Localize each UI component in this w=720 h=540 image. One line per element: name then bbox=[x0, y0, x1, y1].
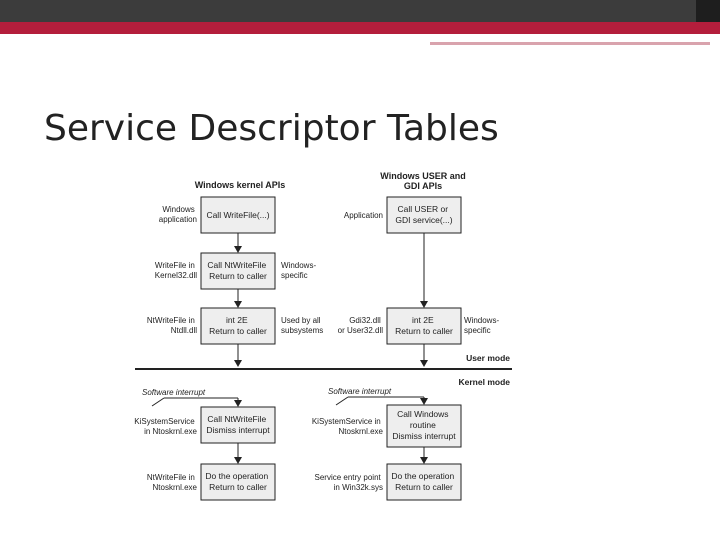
box-call-ntwritefile-l2: Return to caller bbox=[209, 271, 267, 281]
label-ntwritefile-ntdll-l2: Ntdll.dll bbox=[171, 326, 197, 335]
label-service-entry-point-l1: Service entry point bbox=[315, 473, 382, 482]
red-accent-bar bbox=[0, 22, 720, 34]
label-service-entry-point-l2: in Win32k.sys bbox=[334, 483, 383, 492]
label-kernel-mode: Kernel mode bbox=[459, 377, 511, 387]
box-call-windows-routine-l1: Call Windows bbox=[397, 409, 449, 419]
label-windows-app: Windows application bbox=[159, 205, 197, 224]
box-int2e-right-l2: Return to caller bbox=[395, 326, 453, 336]
note-windows-specific-left: Windows- specific bbox=[281, 261, 318, 280]
label-application-l1: Application bbox=[344, 211, 383, 220]
note-windows-specific-left-l1: Windows- bbox=[281, 261, 316, 270]
slide-title: Service Descriptor Tables bbox=[44, 108, 499, 149]
label-ntwritefile-ntoskrnl: NtWriteFile in Ntoskrnl.exe bbox=[147, 473, 198, 492]
label-service-entry-point: Service entry point in Win32k.sys bbox=[315, 473, 384, 492]
box-do-op-right-text: Do the operation Return to caller bbox=[391, 471, 456, 492]
heading-right-line1: Windows USER and bbox=[380, 171, 465, 181]
box-call-user-gdi-l2: GDI service(...) bbox=[395, 215, 452, 225]
box-call-writefile bbox=[200, 196, 276, 234]
box-dismiss-left bbox=[200, 406, 276, 444]
label-kisystemservice-right: KiSystemService in Ntoskrnl.exe bbox=[312, 417, 384, 436]
box-int2e-right-l1: int 2E bbox=[412, 315, 434, 325]
note-windows-specific-right-l1: Windows- bbox=[464, 316, 499, 325]
box-do-op-right bbox=[386, 463, 462, 501]
label-ntwritefile-ntdll: NtWriteFile in Ntdll.dll bbox=[147, 316, 197, 335]
label-ntwritefile-ntoskrnl-l1: NtWriteFile in bbox=[147, 473, 195, 482]
box-call-windows-routine bbox=[386, 404, 462, 448]
label-ntwritefile-ntoskrnl-l2: Ntoskrnl.exe bbox=[153, 483, 198, 492]
label-kisystemservice-left: KiSystemService in Ntoskrnl.exe bbox=[134, 417, 197, 436]
box-call-windows-routine-text: Call Windows routine Dismiss interrupt bbox=[392, 409, 456, 441]
accent-line-light bbox=[430, 42, 710, 45]
box-call-user-gdi bbox=[386, 196, 462, 234]
title-bar-decoration bbox=[0, 0, 720, 22]
box-call-ntwritefile-text: Call NtWriteFile Return to caller bbox=[207, 260, 268, 281]
box-do-op-right-l2: Return to caller bbox=[395, 482, 453, 492]
box-int2e-left-l1: int 2E bbox=[226, 315, 248, 325]
note-windows-specific-right-l2: specific bbox=[464, 326, 491, 335]
box-do-op-left bbox=[200, 463, 276, 501]
interrupt-slash-left bbox=[151, 397, 165, 407]
box-call-ntwritefile bbox=[200, 252, 276, 290]
box-do-op-left-text: Do the operation Return to caller bbox=[205, 471, 270, 492]
box-call-user-gdi-l1: Call USER or bbox=[398, 204, 449, 214]
label-user-mode: User mode bbox=[466, 353, 510, 363]
label-writefile-kernel32-l1: WriteFile in bbox=[155, 261, 195, 270]
interrupt-slash-right bbox=[335, 396, 349, 406]
note-windows-specific-right: Windows- specific bbox=[464, 316, 501, 335]
label-kisystemservice-right-l1: KiSystemService in bbox=[312, 417, 381, 426]
note-used-by-all-l1: Used by all bbox=[281, 316, 321, 325]
box-dismiss-left-text: Call NtWriteFile Dismiss interrupt bbox=[206, 414, 270, 435]
box-call-windows-routine-l3: Dismiss interrupt bbox=[392, 431, 456, 441]
software-interrupt-right: Software interrupt bbox=[328, 387, 392, 396]
label-ntwritefile-ntdll-l1: NtWriteFile in bbox=[147, 316, 195, 325]
label-gdi32-user32: Gdi32.dll or User32.dll bbox=[338, 316, 384, 335]
box-call-writefile-l1: Call WriteFile(...) bbox=[206, 210, 269, 220]
label-gdi32-user32-l1: Gdi32.dll bbox=[349, 316, 381, 325]
label-windows-app-l1: Windows bbox=[162, 205, 194, 214]
box-dismiss-left-l2: Dismiss interrupt bbox=[206, 425, 270, 435]
box-dismiss-left-l1: Call NtWriteFile bbox=[207, 414, 266, 424]
heading-left: Windows kernel APIs bbox=[195, 180, 286, 190]
box-int2e-right-text: int 2E Return to caller bbox=[395, 315, 453, 336]
box-int2e-left-text: int 2E Return to caller bbox=[209, 315, 267, 336]
label-application: Application bbox=[344, 211, 383, 220]
software-interrupt-left: Software interrupt bbox=[142, 388, 206, 397]
heading-right-line2: GDI APIs bbox=[404, 181, 442, 191]
note-windows-specific-left-l2: specific bbox=[281, 271, 308, 280]
label-windows-app-l2: application bbox=[159, 215, 197, 224]
title-bar-corner bbox=[696, 0, 720, 22]
note-used-by-all-l2: subsystems bbox=[281, 326, 323, 335]
label-gdi32-user32-l2: or User32.dll bbox=[338, 326, 384, 335]
box-int2e-left-l2: Return to caller bbox=[209, 326, 267, 336]
label-writefile-kernel32-l2: Kernel32.dll bbox=[155, 271, 197, 280]
box-do-op-left-l2: Return to caller bbox=[209, 482, 267, 492]
box-do-op-left-l1: Do the operation bbox=[205, 471, 268, 481]
note-used-by-all: Used by all subsystems bbox=[281, 316, 323, 335]
label-writefile-kernel32: WriteFile in Kernel32.dll bbox=[155, 261, 197, 280]
box-int2e-right bbox=[386, 307, 462, 345]
box-call-windows-routine-l2: routine bbox=[410, 420, 436, 430]
accent-line bbox=[428, 36, 578, 40]
box-do-op-right-l1: Do the operation bbox=[391, 471, 454, 481]
label-kisystemservice-right-l2: Ntoskrnl.exe bbox=[339, 427, 384, 436]
box-call-writefile-text: Call WriteFile(...) bbox=[206, 210, 269, 220]
label-kisystemservice-left-l1: KiSystemService bbox=[134, 417, 195, 426]
box-call-ntwritefile-l1: Call NtWriteFile bbox=[207, 260, 266, 270]
box-call-user-gdi-text: Call USER or GDI service(...) bbox=[395, 204, 452, 225]
label-kisystemservice-left-l2: in Ntoskrnl.exe bbox=[144, 427, 197, 436]
